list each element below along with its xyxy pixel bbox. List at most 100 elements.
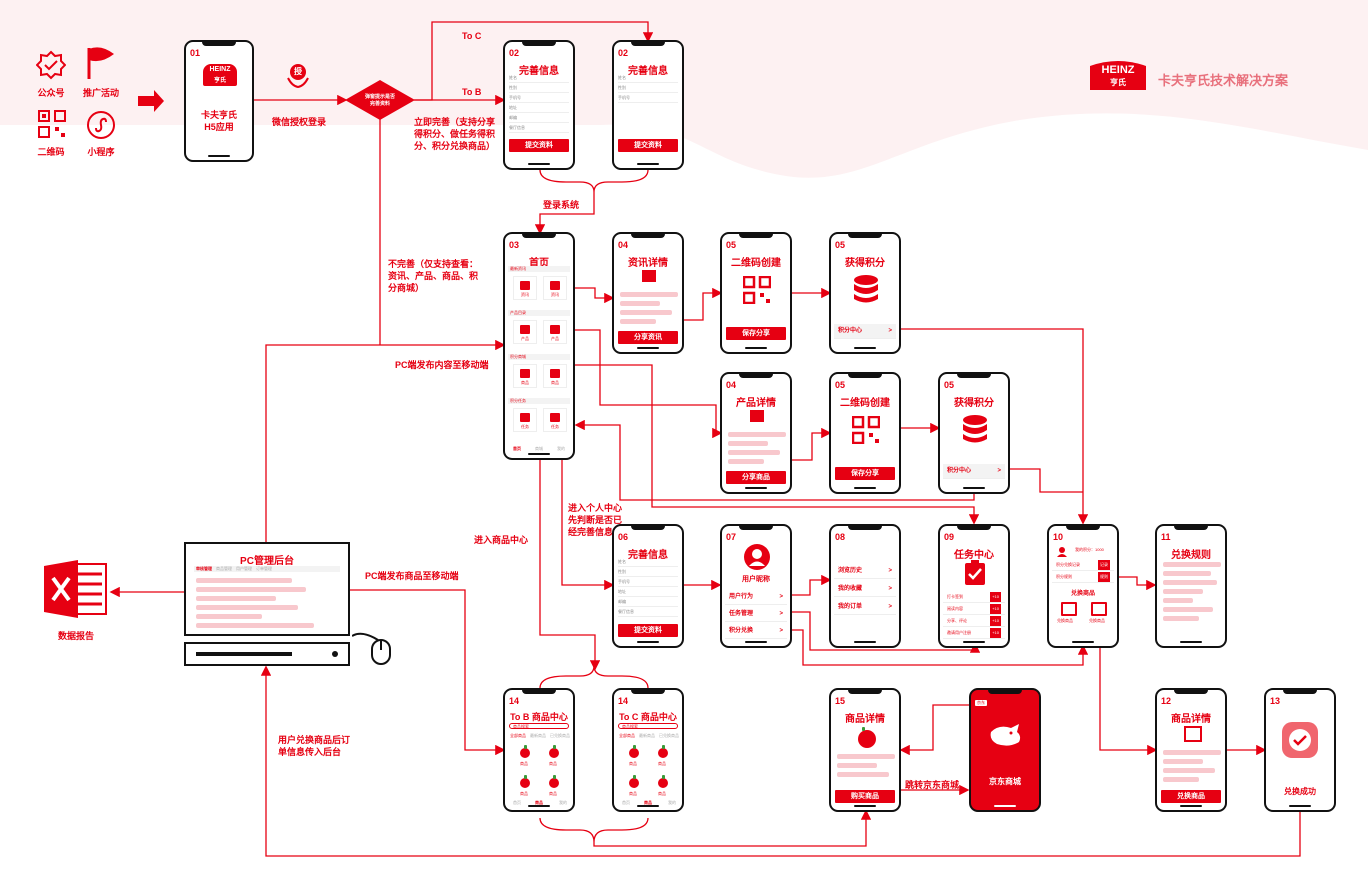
nav-home[interactable]: 首页: [622, 800, 630, 805]
tile-goods-2[interactable]: 商品: [543, 364, 567, 388]
field-zip[interactable]: 邮编: [618, 598, 678, 607]
menu-behavior[interactable]: 用户行为>: [725, 590, 787, 605]
submit-button[interactable]: 提交资料: [618, 624, 678, 637]
points-center-row[interactable]: 积分中心>: [834, 324, 896, 339]
submit-button[interactable]: 提交资料: [618, 139, 678, 152]
goods-item[interactable]: 商品: [658, 761, 666, 766]
screen-title: 完善信息: [628, 66, 668, 77]
search-input[interactable]: 商品搜索: [618, 723, 678, 729]
screen-title: 兑换规则: [1171, 550, 1211, 561]
badge-check-icon: [35, 50, 67, 80]
points-center-row[interactable]: 积分中心>: [943, 464, 1005, 479]
field-gender[interactable]: 性别: [509, 84, 569, 93]
search-input[interactable]: 商品搜索: [509, 723, 569, 729]
tab-all[interactable]: 全部商品: [619, 733, 635, 738]
task-row[interactable]: 打卡签到+10: [943, 592, 1005, 603]
tab-new[interactable]: 最新商品: [530, 733, 546, 738]
field-restaurant[interactable]: 餐厅信息: [618, 608, 678, 617]
field-phone[interactable]: 手机号: [509, 94, 569, 103]
pc-tab[interactable]: 审核管理: [196, 566, 212, 571]
label-wechat-login: 微信授权登录: [272, 117, 327, 127]
tile-task-1[interactable]: 任务: [513, 408, 537, 432]
tile-goods-1[interactable]: 商品: [513, 364, 537, 388]
points-record-row[interactable]: 积分兑换记录记录: [1052, 560, 1114, 571]
label-goods-center: 进入商品中心: [474, 535, 529, 545]
screen-title: To C 商品中心: [619, 712, 677, 722]
nav-home[interactable]: 首页: [513, 800, 521, 805]
tile-product-1[interactable]: 产品: [513, 320, 537, 344]
exchange-button[interactable]: 兑换商品: [1161, 790, 1221, 803]
field-address[interactable]: 地址: [618, 588, 678, 597]
task-row[interactable]: 阅读内容+10: [943, 604, 1005, 615]
submit-button[interactable]: 提交资料: [509, 139, 569, 152]
points-rule-row[interactable]: 积分规则规则: [1052, 572, 1114, 583]
field-gender[interactable]: 性别: [618, 568, 678, 577]
screen-exchange-success: 13 兑换成功: [1264, 688, 1336, 812]
tile-product-2[interactable]: 产品: [543, 320, 567, 344]
tomato-icon: [549, 745, 559, 758]
label-incomplete: 不完善（仅支持查看：资讯、产品、商品、积分商城）: [388, 259, 479, 293]
goods-item[interactable]: 兑换商品: [1089, 618, 1105, 623]
screen-jd-goods-detail: 15 商品详情 购买商品: [829, 688, 901, 812]
save-share-button[interactable]: 保存分享: [835, 467, 895, 480]
goods-item[interactable]: 商品: [549, 791, 557, 796]
field-name[interactable]: 姓名: [509, 74, 569, 83]
field-restaurant[interactable]: 餐厅信息: [509, 124, 569, 133]
menu-history[interactable]: 浏览历史>: [834, 564, 896, 579]
buy-button[interactable]: 购买商品: [835, 790, 895, 803]
menu-points[interactable]: 积分兑换>: [725, 624, 787, 639]
nav-mall[interactable]: 商城: [535, 446, 543, 451]
screen-home: 03 首页 最新资讯 资讯 资讯 产品目录 产品 产品 积分商城 商品 商品 积…: [503, 232, 575, 460]
flag-icon: [86, 46, 116, 80]
tab-new[interactable]: 最新商品: [639, 733, 655, 738]
goods-item[interactable]: 商品: [629, 761, 637, 766]
section-news: 最新资讯: [508, 266, 570, 272]
field-gender[interactable]: 性别: [618, 84, 678, 93]
entry-label-qr: 二维码: [37, 147, 65, 157]
tab-exchanged[interactable]: 已兑换商品: [659, 733, 679, 738]
share-news-button[interactable]: 分享资讯: [618, 331, 678, 344]
share-product-button[interactable]: 分享商品: [726, 471, 786, 484]
menu-tasks[interactable]: 任务管理>: [725, 607, 787, 622]
pc-tab[interactable]: 用户管理: [236, 566, 252, 571]
goods-item[interactable]: 商品: [549, 761, 557, 766]
hand-auth-icon: 授: [286, 62, 310, 89]
logo-sub-text: 亨氏: [1110, 78, 1126, 87]
tile-task-2[interactable]: 任务: [543, 408, 567, 432]
nav-mine[interactable]: 我的: [559, 800, 567, 805]
field-name[interactable]: 姓名: [618, 558, 678, 567]
nickname: 用户昵称: [742, 576, 770, 583]
nav-mine[interactable]: 我的: [668, 800, 676, 805]
goods-item[interactable]: 商品: [629, 791, 637, 796]
nav-goods[interactable]: 商品: [535, 800, 543, 805]
field-phone[interactable]: 手机号: [618, 94, 678, 103]
pc-tab[interactable]: 商品管理: [216, 566, 232, 571]
field-address[interactable]: 地址: [509, 104, 569, 113]
field-phone[interactable]: 手机号: [618, 578, 678, 587]
nav-goods[interactable]: 商品: [644, 800, 652, 805]
user-icon: [1057, 544, 1067, 557]
tab-exchanged[interactable]: 已兑换商品: [550, 733, 570, 738]
field-name[interactable]: 姓名: [618, 74, 678, 83]
task-row[interactable]: 邀请用户注册+10: [943, 628, 1005, 639]
tile-news-1[interactable]: 资讯: [513, 276, 537, 300]
save-share-button[interactable]: 保存分享: [726, 327, 786, 340]
avatar-icon: [744, 544, 770, 570]
task-row[interactable]: 分享、评论+10: [943, 616, 1005, 627]
tile-news-2[interactable]: 资讯: [543, 276, 567, 300]
tab-all[interactable]: 全部商品: [510, 733, 526, 738]
pc-title: PC管理后台: [240, 556, 294, 567]
screen-points-2: 05 获得积分 积分中心>: [938, 372, 1010, 494]
nav-mine[interactable]: 我的: [557, 446, 565, 451]
goods-item[interactable]: 商品: [658, 791, 666, 796]
pc-tab[interactable]: 订单管理: [256, 566, 272, 571]
goods-item[interactable]: 商品: [520, 761, 528, 766]
menu-favorites[interactable]: 我的收藏>: [834, 582, 896, 597]
goods-item[interactable]: 兑换商品: [1057, 618, 1073, 623]
document-icon: [750, 410, 764, 422]
nav-home[interactable]: 首页: [513, 446, 521, 451]
field-zip[interactable]: 邮编: [509, 114, 569, 123]
menu-orders[interactable]: 我的订单>: [834, 600, 896, 615]
goods-item[interactable]: 商品: [520, 791, 528, 796]
